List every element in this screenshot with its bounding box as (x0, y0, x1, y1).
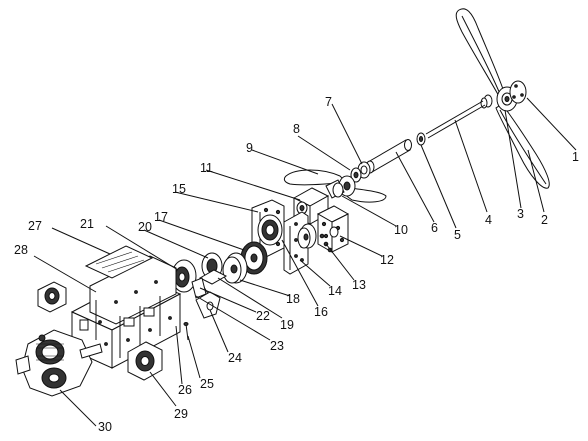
callout-8: 8 (293, 122, 300, 136)
callout-10: 10 (394, 223, 408, 237)
callout-25: 25 (200, 377, 214, 391)
callout-23: 23 (270, 339, 284, 353)
cooling-fan-bottom (127, 341, 163, 381)
callout-24: 24 (228, 351, 242, 365)
callout-9: 9 (246, 141, 253, 155)
callout-27: 27 (28, 219, 42, 233)
drive-shaft (425, 100, 486, 139)
callout-5: 5 (454, 228, 461, 242)
gearbox-housing (316, 205, 350, 253)
callout-12: 12 (380, 253, 394, 267)
callout-26: 26 (178, 383, 192, 397)
flywheel (171, 259, 207, 299)
callout-2: 2 (541, 213, 548, 227)
shaft-bearing (416, 132, 426, 146)
callout-14: 14 (328, 284, 342, 298)
propeller-hub (496, 80, 527, 112)
callout-15: 15 (172, 182, 186, 196)
callout-13: 13 (352, 278, 366, 292)
hub-washer (480, 94, 493, 109)
callout-4: 4 (485, 213, 492, 227)
callout-21: 21 (80, 217, 94, 231)
cover-plate (84, 245, 154, 279)
brake-disc (222, 252, 248, 284)
callout-17: 17 (154, 210, 168, 224)
collar-rings (350, 161, 371, 183)
callout-18: 18 (286, 292, 300, 306)
drive-pulley (297, 223, 317, 249)
callout-29: 29 (174, 407, 188, 421)
callout-6: 6 (431, 221, 438, 235)
callout-3: 3 (517, 207, 524, 221)
callout-labels: 1 2 3 4 5 6 7 8 9 10 11 12 13 14 15 16 1… (14, 95, 579, 434)
callout-19: 19 (280, 318, 294, 332)
leader-lines (33, 97, 577, 427)
callout-22: 22 (256, 309, 270, 323)
callout-1: 1 (572, 150, 579, 164)
propeller-large (455, 8, 550, 189)
cooling-fan-left (37, 281, 67, 313)
callout-11: 11 (200, 161, 213, 175)
callout-20: 20 (138, 220, 152, 234)
coupling (325, 179, 345, 199)
engine (15, 329, 103, 397)
callout-7: 7 (325, 95, 332, 109)
callout-28: 28 (14, 243, 28, 257)
callout-30: 30 (98, 420, 112, 434)
callout-16: 16 (314, 305, 328, 319)
screw (183, 322, 189, 341)
